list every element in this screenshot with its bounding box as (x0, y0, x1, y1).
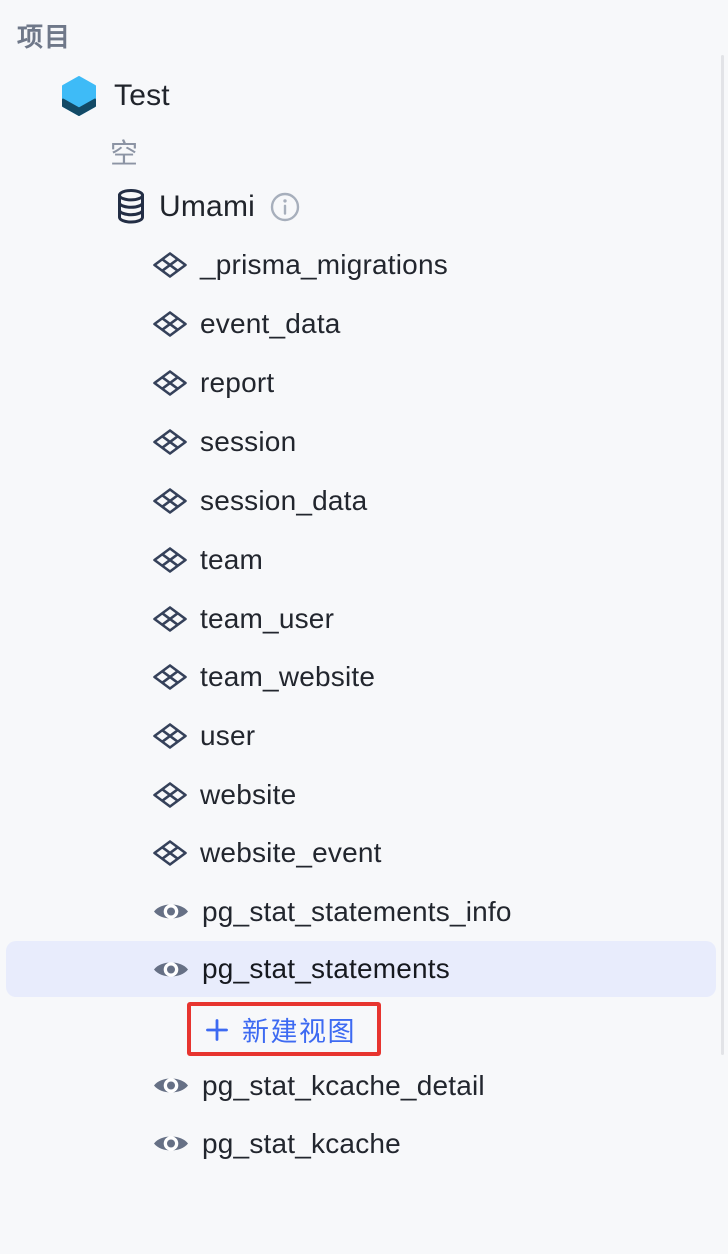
table-label: session_data (200, 484, 368, 516)
view-label: pg_stat_kcache (202, 1127, 401, 1159)
hexagon-cube-icon (62, 75, 96, 116)
table-diamond-icon (152, 605, 188, 633)
table-label: user (200, 719, 256, 751)
tree-node-table[interactable]: session_data (0, 471, 728, 530)
table-diamond-icon (152, 310, 188, 338)
tree-node-table[interactable]: website_event (0, 823, 728, 882)
new-view-button[interactable]: 新建视图 (0, 1000, 728, 1059)
eye-icon (152, 1072, 190, 1099)
database-cylinder-icon (116, 188, 146, 225)
eye-icon (152, 956, 190, 983)
tree-node-table[interactable]: team (0, 530, 728, 589)
table-label: team_website (200, 660, 376, 692)
view-label: pg_stat_kcache_detail (202, 1069, 485, 1101)
table-label: event_data (200, 307, 341, 339)
tree-node-view[interactable]: pg_stat_kcache_detail (0, 1056, 728, 1115)
table-label: report (200, 366, 275, 398)
tree-node-table[interactable]: team_user (0, 589, 728, 648)
empty-schema-label: 空 (110, 137, 139, 169)
tree-node-table[interactable]: report (0, 353, 728, 412)
database-label: Umami (159, 189, 255, 223)
tree-node-table[interactable]: website (0, 765, 728, 824)
eye-icon (152, 1130, 190, 1157)
table-label: website (200, 778, 297, 810)
table-label: team (200, 543, 264, 575)
info-circle-icon[interactable] (270, 192, 300, 222)
table-diamond-icon (152, 487, 188, 515)
tree-node-project[interactable]: Test (0, 66, 728, 125)
table-label: _prisma_migrations (200, 248, 448, 280)
tree-node-view[interactable]: pg_stat_statements_info (0, 882, 728, 941)
table-diamond-icon (152, 663, 188, 691)
panel-title: 项目 (0, 6, 728, 65)
plus-icon (205, 1018, 229, 1042)
table-diamond-icon (152, 839, 188, 867)
panel-title-label: 项目 (17, 22, 72, 52)
table-diamond-icon (152, 546, 188, 574)
table-diamond-icon (152, 369, 188, 397)
tree-node-database[interactable]: Umami (0, 177, 728, 236)
eye-icon (152, 898, 190, 925)
scrollbar[interactable] (721, 55, 724, 1055)
tree-node-table[interactable]: session (0, 412, 728, 471)
tree-node-table[interactable]: user (0, 706, 728, 765)
tree-node-view-selected[interactable]: pg_stat_statements (6, 941, 716, 997)
view-label: pg_stat_statements (202, 953, 450, 984)
table-label: team_user (200, 602, 335, 634)
tree-node-view[interactable]: pg_stat_kcache (0, 1114, 728, 1173)
table-diamond-icon (152, 722, 188, 750)
project-label: Test (114, 78, 170, 112)
new-view-label: 新建视图 (242, 1017, 356, 1047)
table-label: session (200, 425, 297, 457)
table-diamond-icon (152, 428, 188, 456)
table-diamond-icon (152, 251, 188, 279)
table-label: website_event (200, 836, 382, 868)
view-label: pg_stat_statements_info (202, 895, 512, 927)
tree-node-table[interactable]: event_data (0, 294, 728, 353)
tree-node-table[interactable]: _prisma_migrations (0, 235, 728, 294)
table-diamond-icon (152, 781, 188, 809)
tree-node-empty-schema[interactable]: 空 (0, 122, 728, 181)
tree-node-table[interactable]: team_website (0, 647, 728, 706)
